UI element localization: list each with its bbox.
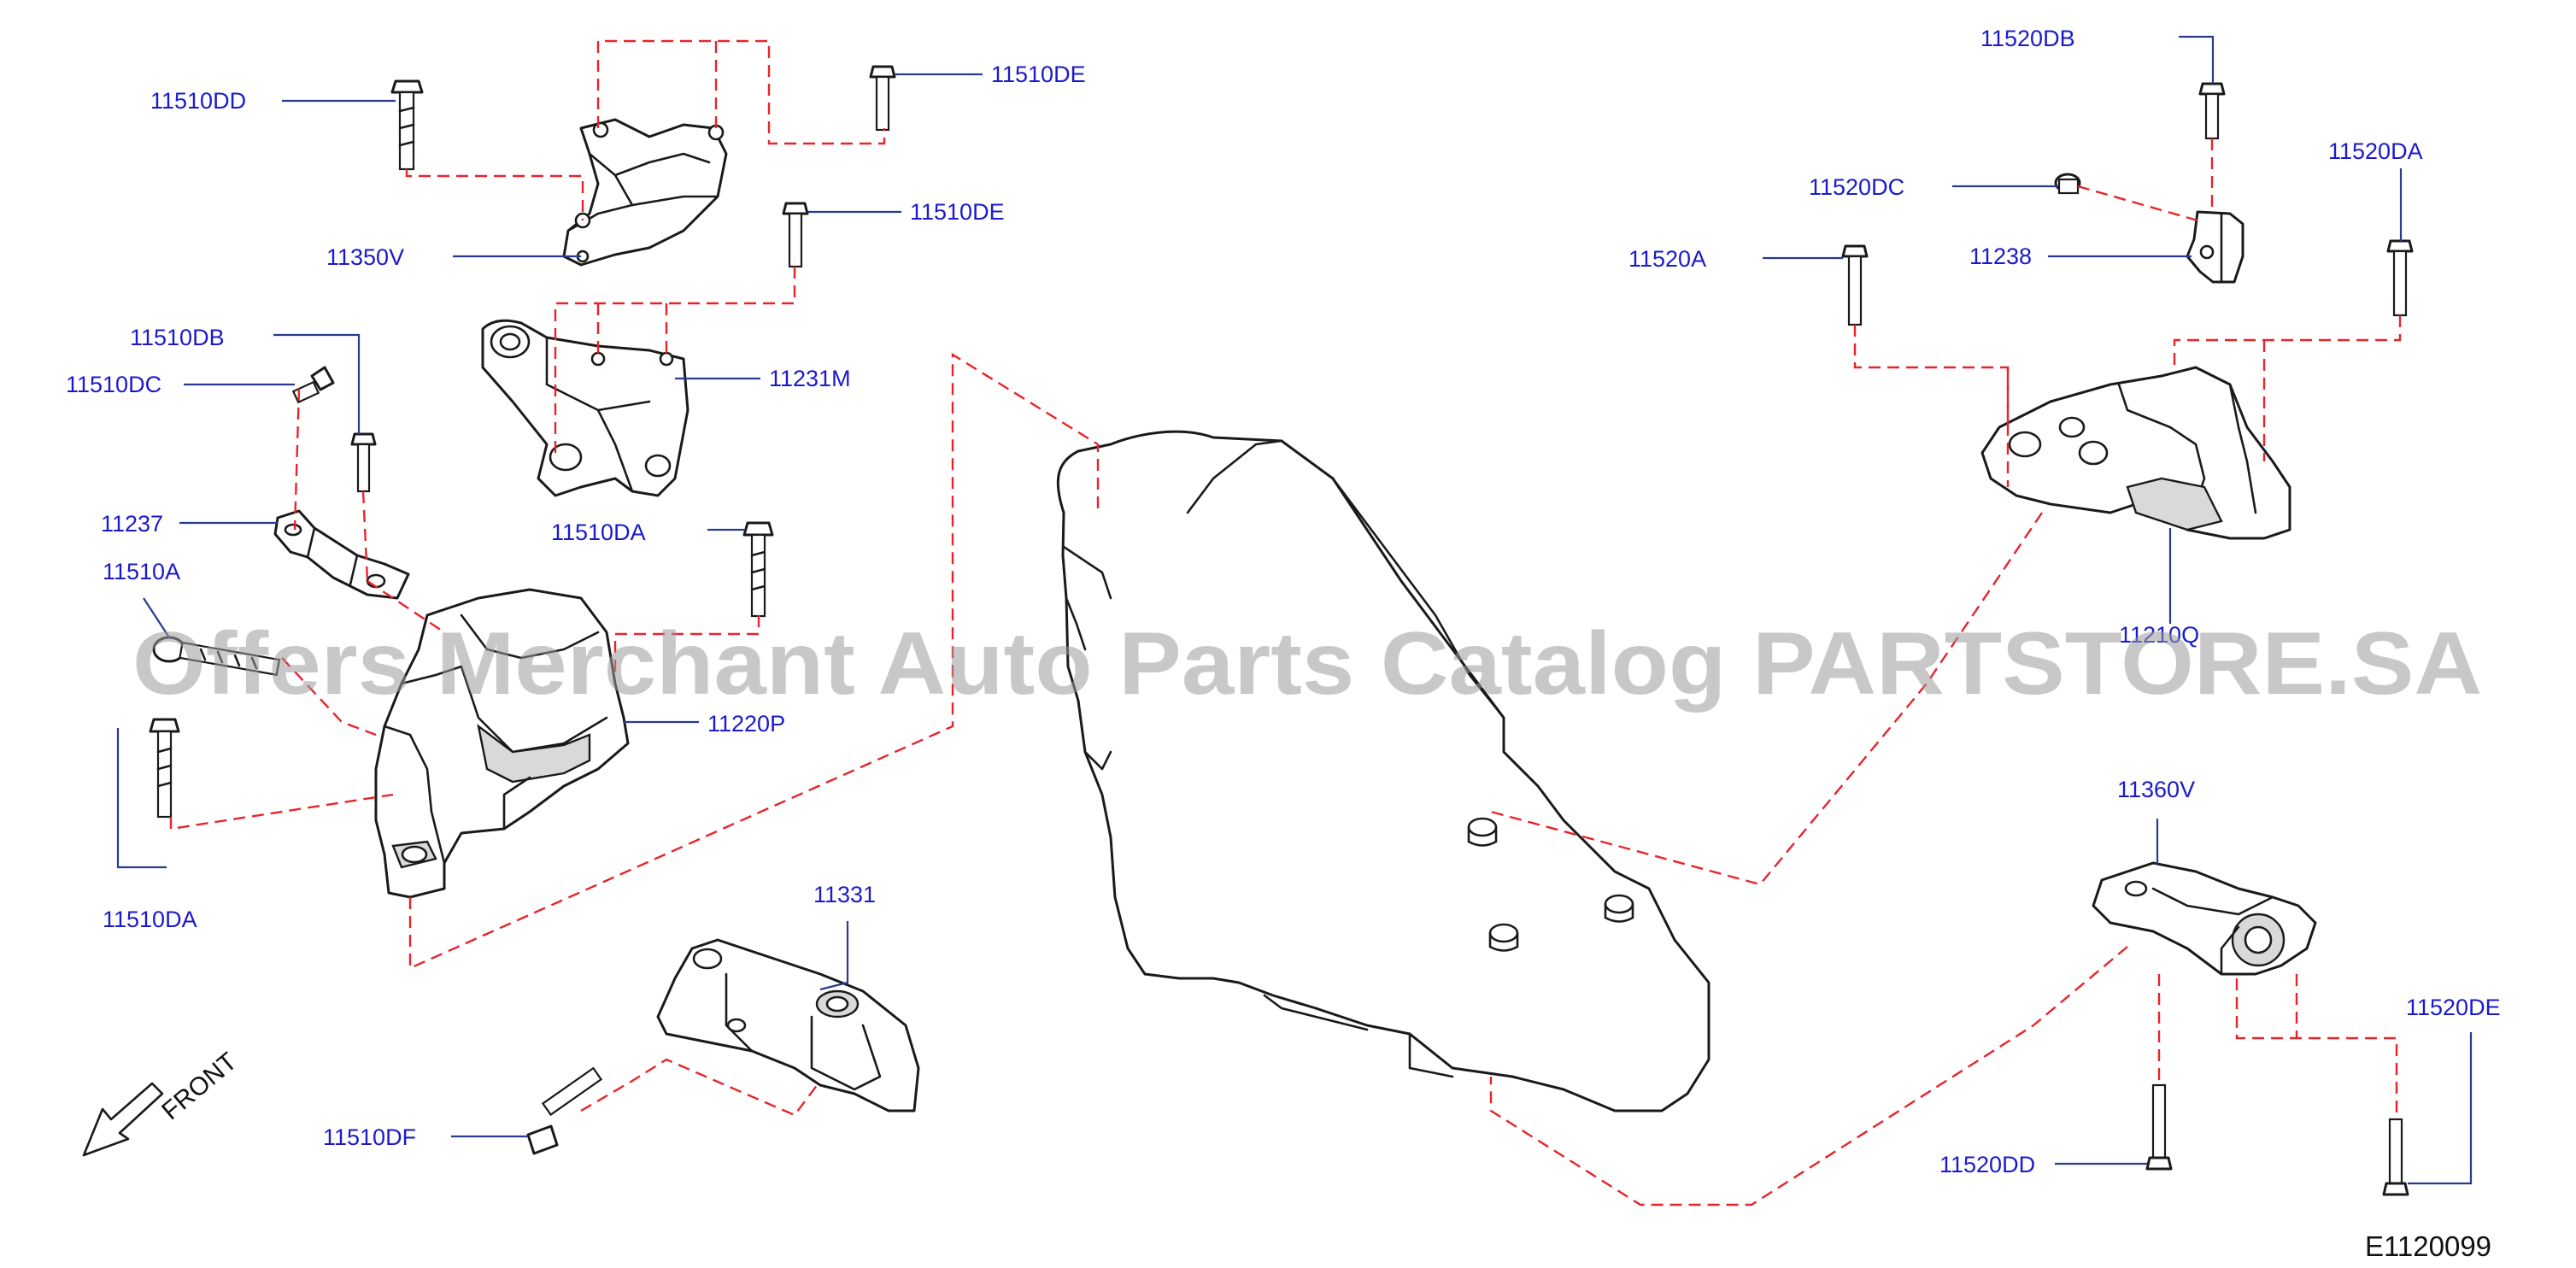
label-11510dd: 11510DD	[150, 88, 246, 114]
label-11510de-mid: 11510DE	[910, 199, 1005, 225]
label-11510da-mid: 11510DA	[551, 520, 646, 545]
label-11520dc: 11520DC	[1809, 174, 1904, 200]
label-11510a: 11510A	[103, 559, 180, 584]
leader-lines	[116, 35, 2473, 1185]
bracket-11350v	[562, 118, 728, 267]
label-11510da-left: 11510DA	[103, 907, 197, 932]
label-11520db: 11520DB	[1980, 26, 2075, 51]
part-labels: 11510DD 11510DE 11510DE 11350V 11510DB 1…	[66, 26, 2501, 1177]
label-11360v: 11360V	[2117, 777, 2195, 802]
bolt-11520a	[1841, 244, 1869, 326]
label-11520de: 11520DE	[2406, 995, 2501, 1020]
label-11520a: 11520A	[1628, 246, 1706, 272]
label-11331: 11331	[813, 882, 876, 907]
bolt-11510dd	[390, 79, 424, 171]
bolt-11520db	[2198, 82, 2226, 140]
label-11510de-top: 11510DE	[991, 62, 1086, 87]
mount-11220p	[374, 588, 630, 899]
mount-11210q	[1980, 366, 2291, 540]
bolt-11510db	[350, 432, 377, 493]
bolt-11510da-left	[149, 718, 180, 819]
bolt-11510df	[526, 1066, 603, 1155]
label-11238: 11238	[1969, 244, 2032, 269]
watermark: Offers Merchant Auto Parts Catalog PARTS…	[132, 614, 2482, 713]
label-11520dd: 11520DD	[1939, 1152, 2035, 1177]
bolt-11510de-mid	[782, 202, 809, 268]
assembly-lines	[169, 39, 2402, 1206]
front-label: FRONT	[156, 1048, 242, 1126]
engine-block	[1056, 430, 1710, 1112]
label-11231m: 11231M	[769, 366, 851, 391]
label-11510df: 11510DF	[323, 1124, 416, 1150]
bracket-11238	[2186, 210, 2244, 284]
mount-11360v	[2092, 861, 2317, 976]
bolt-11510da-mid	[742, 521, 774, 618]
label-11510db: 11510DB	[130, 325, 225, 350]
label-11520da: 11520DA	[2328, 138, 2423, 164]
label-11220p: 11220P	[707, 711, 785, 737]
bolt-11520dc	[2054, 173, 2081, 195]
bolt-11520da	[2386, 239, 2414, 317]
label-11510dc: 11510DC	[66, 372, 161, 397]
bracket-11231m	[481, 319, 689, 497]
bracket-11331	[656, 938, 920, 1112]
bolt-11510de-top	[869, 65, 896, 132]
bolt-11520dd	[2145, 1083, 2173, 1171]
label-11350v: 11350V	[326, 244, 404, 270]
label-11237: 11237	[101, 511, 163, 537]
front-arrow-icon	[82, 1082, 164, 1157]
label-11210q: 11210Q	[2119, 622, 2199, 648]
diagram-code: E1120099	[2365, 1230, 2491, 1262]
bolt-11520de	[2382, 1118, 2409, 1196]
